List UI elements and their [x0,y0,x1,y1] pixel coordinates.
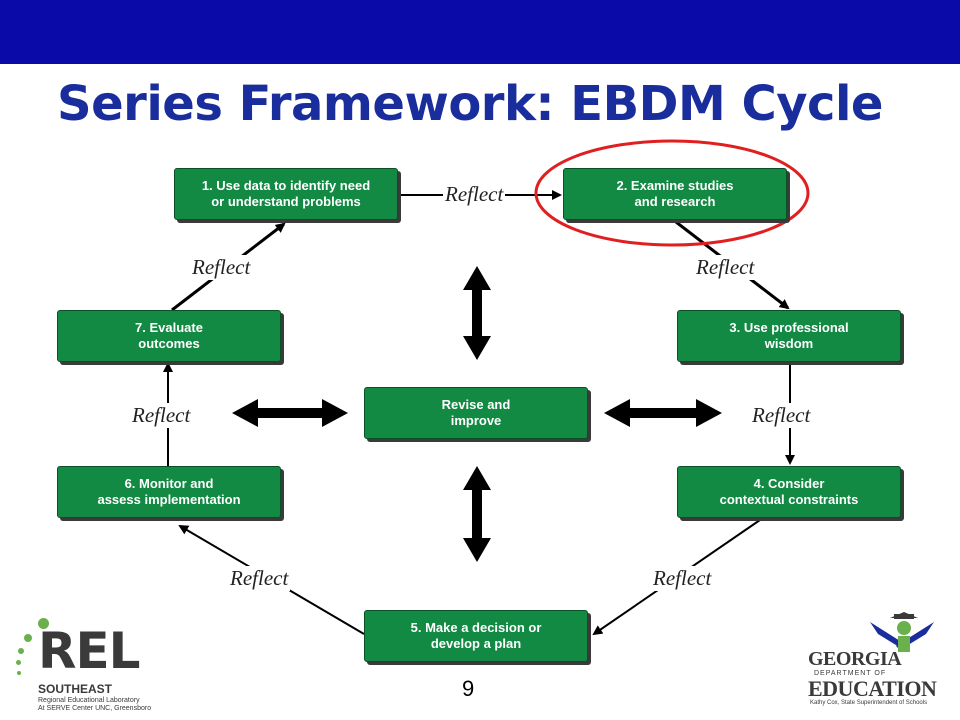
logo-dot [18,648,24,654]
gadoe-line1: GEORGIA [808,648,902,670]
gadoe-line4: Kathy Cox, State Superintendent of Schoo… [810,700,928,706]
logo-dot [24,634,32,642]
logo-dot [17,671,21,675]
reflect-label-3-4: Reflect [750,403,813,428]
step-box-1: 1. Use data to identify need or understa… [174,168,398,220]
rel-southeast-logo: REL SOUTHEAST Regional Educational Labor… [12,614,162,714]
gadoe-line3: EDUCATION [808,676,937,701]
gadoe-line2: DEPARTMENT OF [814,670,887,677]
reflect-label-5-6: Reflect [228,566,291,591]
graduate-figure-icon [870,612,934,652]
center-box-revise: Revise and improve [364,387,588,439]
reflect-label-1-2: Reflect [443,182,506,207]
georgia-doe-logo: GEORGIA DEPARTMENT OF EDUCATION Kathy Co… [808,612,948,712]
slide-title: Series Framework: EBDM Cycle [57,76,883,132]
top-banner [0,0,960,64]
rel-logo-line2: At SERVE Center UNC, Greensboro [38,705,152,712]
step-box-3: 3. Use professional wisdom [677,310,901,362]
page-number: 9 [462,676,475,701]
rel-logo-sub: SOUTHEAST [38,682,113,696]
step-box-4: 4. Consider contextual constraints [677,466,901,518]
logo-dot [38,618,49,629]
rel-logo-word: REL [38,622,141,680]
reflect-label-7-1: Reflect [190,255,253,280]
highlight-ellipse [534,139,810,247]
rel-logo-line1: Regional Educational Laboratory [38,697,140,704]
step-box-6: 6. Monitor and assess implementation [57,466,281,518]
step-box-7: 7. Evaluate outcomes [57,310,281,362]
reflect-label-2-3: Reflect [694,255,757,280]
center-double-arrows [232,266,722,562]
step-box-5: 5. Make a decision or develop a plan [364,610,588,662]
reflect-label-6-7: Reflect [130,403,193,428]
step-box-2: 2. Examine studies and research [563,168,787,220]
reflect-label-4-5: Reflect [651,566,714,591]
logo-dot [16,660,21,665]
